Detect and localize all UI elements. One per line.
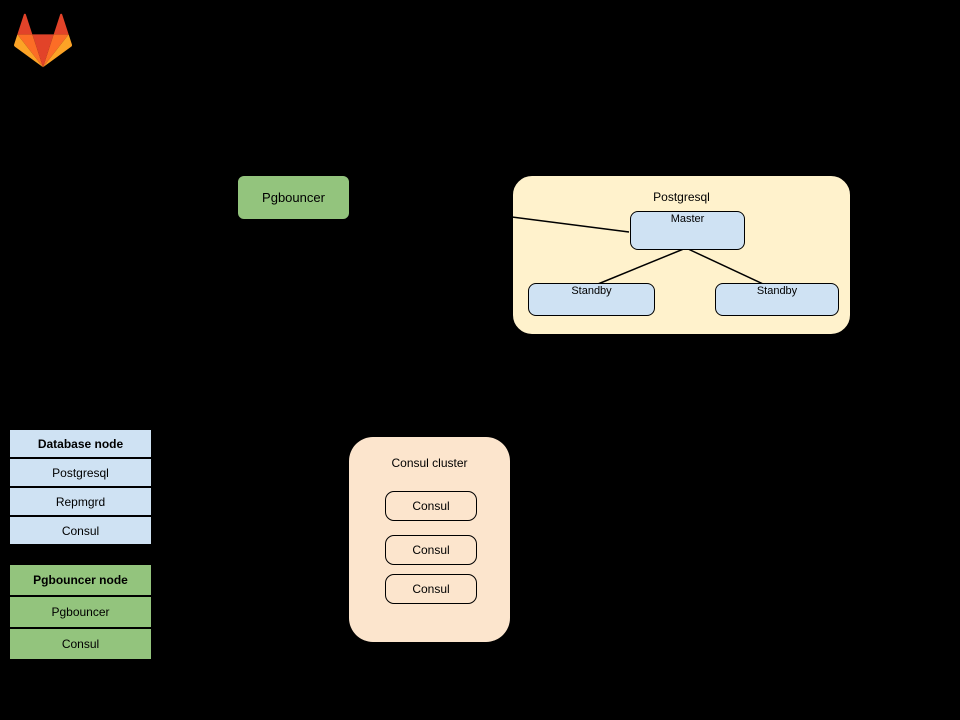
gitlab-logo-icon bbox=[14, 13, 72, 68]
master-node: Master bbox=[630, 211, 745, 250]
consul-node-1: Consul bbox=[385, 491, 477, 521]
pgbouncer-node-label: Pgbouncer bbox=[262, 190, 325, 205]
legend-pgbouncer-node-row-consul: Consul bbox=[10, 629, 151, 659]
legend-database-node-row-consul: Consul bbox=[10, 517, 151, 544]
pgbouncer-node: Pgbouncer bbox=[237, 175, 350, 220]
standby-node-right-label: Standby bbox=[756, 285, 798, 297]
legend-database-node-row-repmgrd: Repmgrd bbox=[10, 488, 151, 517]
postgresql-cluster-title: Postgresql bbox=[653, 190, 710, 204]
standby-node-right: Standby bbox=[715, 283, 839, 316]
legend-database-node-row-postgresql: Postgresql bbox=[10, 459, 151, 488]
standby-node-left-label: Standby bbox=[571, 285, 612, 297]
master-node-label: Master bbox=[670, 213, 705, 225]
legend-database-node-header: Database node bbox=[10, 430, 151, 459]
consul-cluster-title: Consul cluster bbox=[391, 456, 468, 470]
standby-node-left: Standby bbox=[528, 283, 655, 316]
consul-node-2: Consul bbox=[385, 535, 477, 565]
legend-pgbouncer-node-row-pgbouncer: Pgbouncer bbox=[10, 597, 151, 629]
legend-pgbouncer-node-header: Pgbouncer node bbox=[10, 565, 151, 597]
legend-pgbouncer-node-table: Pgbouncer node Pgbouncer Consul bbox=[10, 565, 151, 659]
legend-database-node-table: Database node Postgresql Repmgrd Consul bbox=[10, 430, 151, 544]
consul-node-3: Consul bbox=[385, 574, 477, 604]
consul-cluster-container: Consul cluster Consul Consul Consul bbox=[349, 437, 510, 642]
